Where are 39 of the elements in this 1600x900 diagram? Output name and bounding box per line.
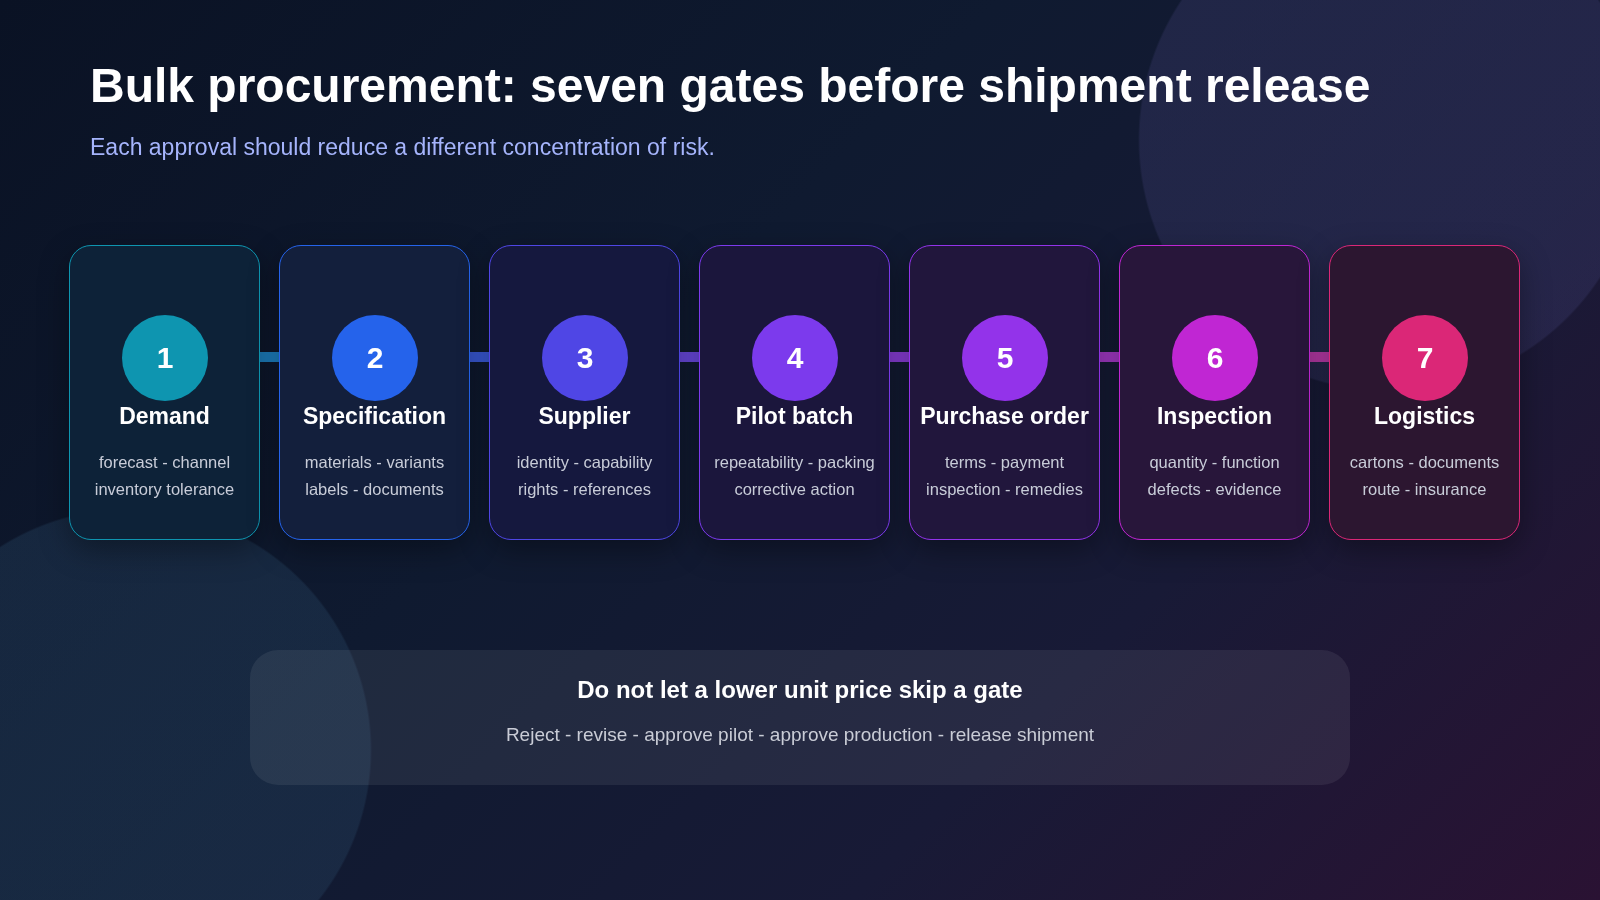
gate-card: [279, 245, 470, 540]
gate-description: materials - variants labels - documents: [303, 452, 446, 500]
connector-bar: [470, 352, 489, 362]
gate-card: [489, 245, 680, 540]
gate-title: Specification: [301, 403, 448, 430]
note-text: Reject - revise - approve pilot - approve production - release shipment: [504, 724, 1096, 746]
gate-card: [69, 245, 260, 540]
gate-description: cartons - documents route - insurance: [1348, 452, 1501, 500]
step-number-circle: 6: [1172, 315, 1258, 401]
connector-bar: [680, 352, 699, 362]
connector-bar: [1100, 352, 1119, 362]
step-number-circle: 4: [752, 315, 838, 401]
note-title: Do not let a lower unit price skip a gate: [576, 676, 1024, 704]
step-number-circle: 5: [962, 315, 1048, 401]
gate-title: Logistics: [1373, 403, 1476, 430]
gate-card: [909, 245, 1100, 540]
step-number-circle: 2: [332, 315, 418, 401]
connector-bar: [890, 352, 909, 362]
gate-card: [1329, 245, 1520, 540]
gate-description: quantity - function defects - evidence: [1146, 452, 1283, 500]
subtitle: Each approval should reduce a different concentration of risk.: [90, 134, 715, 161]
gate-description: terms - payment inspection - remedies: [925, 452, 1084, 500]
step-number-circle: 7: [1382, 315, 1468, 401]
gate-title: Pilot batch: [734, 403, 855, 430]
gate-card: [1119, 245, 1310, 540]
connector-bar: [260, 352, 279, 362]
gate-description: forecast - channel inventory tolerance: [93, 452, 236, 500]
note-panel: [250, 650, 1350, 785]
gate-title: Demand: [118, 403, 211, 430]
gate-title: Purchase order: [919, 403, 1090, 430]
gate-card: [699, 245, 890, 540]
gate-description: identity - capability rights - references: [515, 452, 654, 500]
gate-description: repeatability - packing corrective action: [713, 452, 876, 500]
gate-title: Inspection: [1156, 403, 1273, 430]
title: Bulk procurement: seven gates before shipment release: [90, 58, 1371, 113]
step-number-circle: 3: [542, 315, 628, 401]
gate-title: Supplier: [537, 403, 632, 430]
connector-bar: [1310, 352, 1329, 362]
step-number-circle: 1: [122, 315, 208, 401]
